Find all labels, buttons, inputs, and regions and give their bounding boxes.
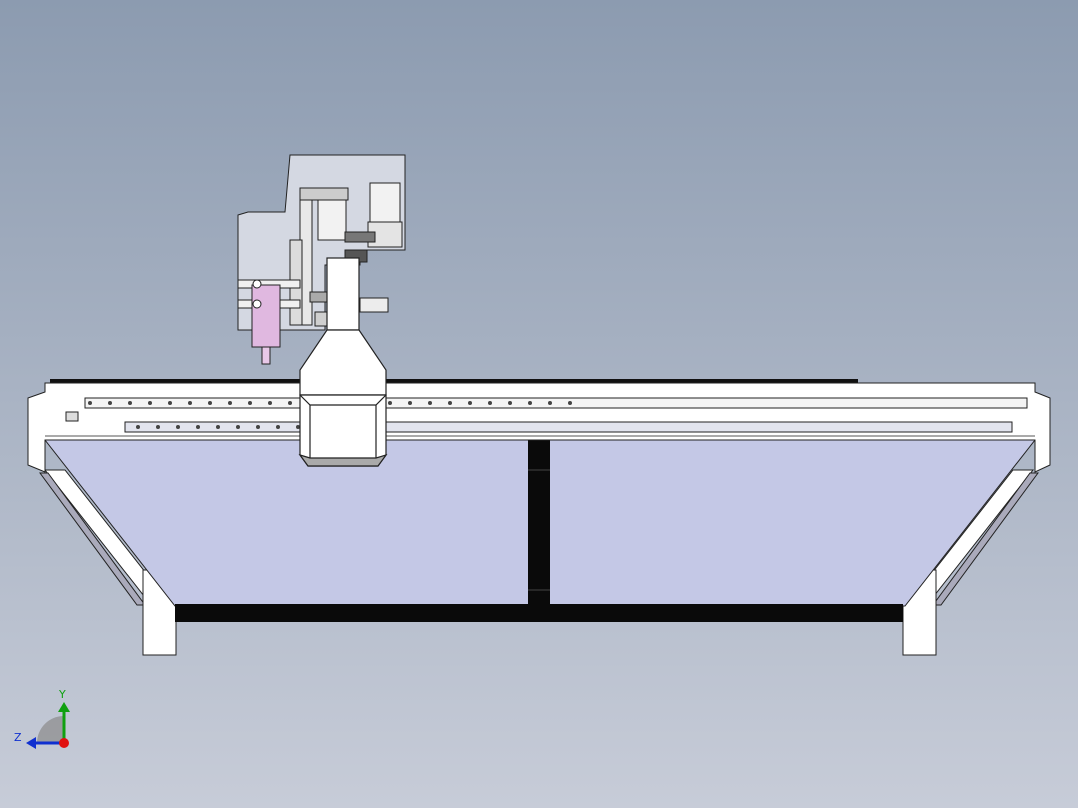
rail-hole bbox=[136, 425, 140, 429]
rail-hole bbox=[228, 401, 232, 405]
rail-hole bbox=[248, 401, 252, 405]
rail-hole bbox=[528, 401, 532, 405]
rail-hole bbox=[408, 401, 412, 405]
rail-hole bbox=[88, 401, 92, 405]
beam-upper-track bbox=[84, 397, 1028, 409]
rail-hole bbox=[288, 401, 292, 405]
carriage-neck bbox=[326, 257, 360, 331]
rail-hole bbox=[156, 425, 160, 429]
rail-hole bbox=[488, 401, 492, 405]
top-rail bbox=[50, 379, 858, 383]
rail-hole bbox=[568, 401, 572, 405]
rail-hole bbox=[428, 401, 432, 405]
axis-triad: Y Z bbox=[12, 688, 82, 750]
end-block bbox=[65, 411, 79, 422]
rail-hole bbox=[176, 425, 180, 429]
rail-hole bbox=[188, 401, 192, 405]
gantry-beam bbox=[27, 382, 1051, 473]
rail-hole bbox=[548, 401, 552, 405]
bolt bbox=[252, 279, 262, 289]
rail-hole bbox=[128, 401, 132, 405]
motor-left-cap bbox=[299, 187, 349, 201]
carriage-body bbox=[299, 394, 387, 467]
rail-hole bbox=[268, 401, 272, 405]
rail-hole bbox=[256, 425, 260, 429]
rail-hole bbox=[296, 425, 300, 429]
rail-hole bbox=[108, 401, 112, 405]
rail-hole bbox=[236, 425, 240, 429]
rail-hole bbox=[448, 401, 452, 405]
rail-hole bbox=[208, 401, 212, 405]
guide-bar bbox=[359, 297, 389, 313]
right-diagonal-inner bbox=[932, 472, 1039, 606]
spindle-motor-right bbox=[369, 182, 401, 226]
router-spindle bbox=[251, 284, 281, 348]
rail-hole bbox=[196, 425, 200, 429]
mount-block bbox=[314, 311, 328, 327]
rail-hole bbox=[168, 401, 172, 405]
coupler bbox=[344, 231, 376, 243]
side-bracket bbox=[309, 291, 329, 303]
rail-hole bbox=[388, 401, 392, 405]
y-axis-label: Y bbox=[59, 688, 66, 701]
rail-hole bbox=[148, 401, 152, 405]
rail-hole bbox=[508, 401, 512, 405]
router-collet bbox=[261, 346, 271, 365]
z-carriage bbox=[298, 257, 388, 467]
rail-hole bbox=[216, 425, 220, 429]
beam-lower-track bbox=[124, 421, 1013, 433]
bolt bbox=[252, 299, 262, 309]
z-axis-label: Z bbox=[14, 731, 22, 744]
rail-hole bbox=[276, 425, 280, 429]
gantry-head-assembly bbox=[237, 154, 406, 365]
bottom-crossbeam bbox=[175, 604, 903, 622]
center-crossbeam bbox=[528, 440, 550, 608]
rail-hole bbox=[468, 401, 472, 405]
carriage-shoulder bbox=[299, 329, 387, 396]
